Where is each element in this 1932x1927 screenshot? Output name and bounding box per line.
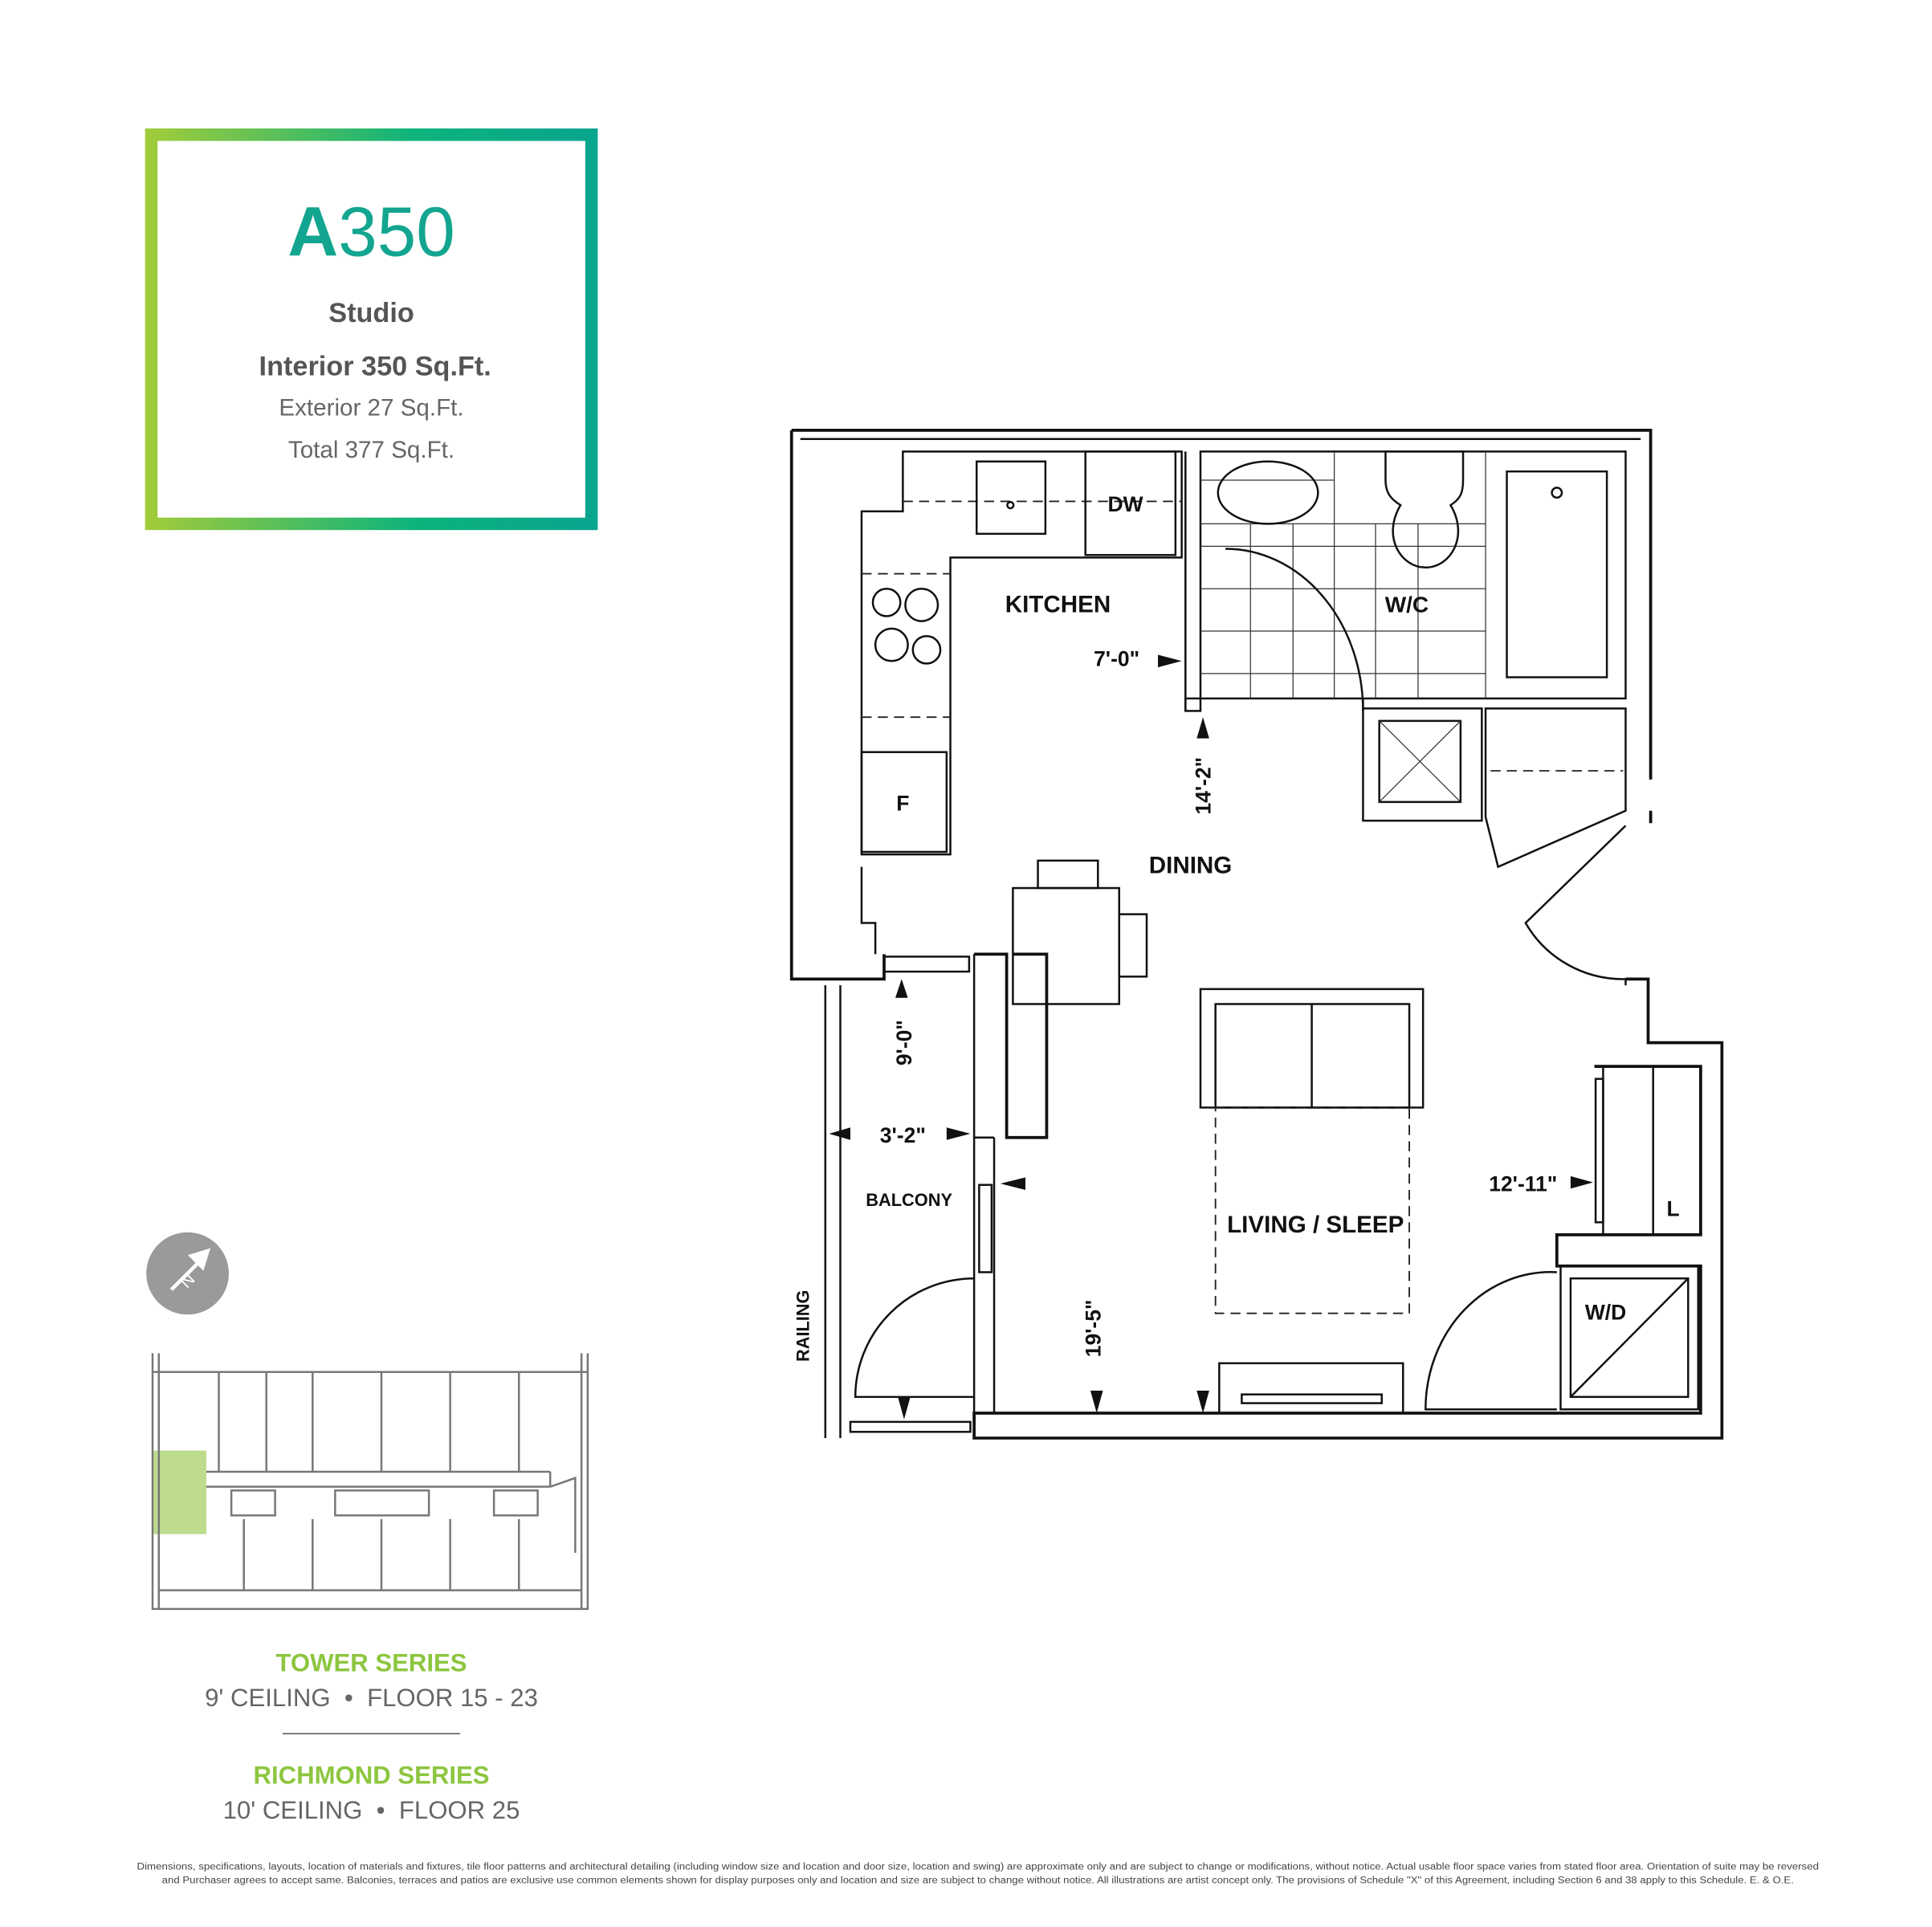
washer-dryer [1425,1265,1700,1411]
balcony [824,955,993,1439]
series-name: RICHMOND SERIES [253,1761,489,1789]
north-arrow-icon: N [146,1232,229,1315]
key-plan [151,1353,589,1611]
kitchen-counter [860,450,1183,955]
dim-balcony-width: 3'-2" [880,1123,926,1147]
washer-dryer-label: W/D [1585,1301,1626,1325]
interior-area: Interior 350 Sq.Ft. [259,352,491,382]
linen-closet [1594,1065,1702,1236]
linen-label: L [1667,1197,1680,1221]
series-name: TOWER SERIES [275,1649,467,1677]
dim-kitchen-width: 7'-0" [1094,647,1139,671]
series-detail: 9' CEILING • FLOOR 15 - 23 [205,1684,538,1712]
room-kitchen: KITCHEN [1005,592,1111,618]
dishwasher [1084,450,1177,556]
dim-balcony-depth: 9'-0" [892,1020,916,1065]
fridge [860,751,948,854]
room-balcony: BALCONY [866,1190,952,1210]
exterior-area: Exterior 27 Sq.Ft. [279,394,463,421]
dim-kitchen-depth: 14'-2" [1191,757,1215,815]
room-wc: W/C [1385,593,1429,617]
railing-label: RAILING [793,1290,813,1362]
room-living-sleep: LIVING / SLEEP [1227,1212,1404,1238]
fridge-label: F [896,792,909,816]
dishwasher-label: DW [1108,492,1143,516]
series-detail: 10' CEILING • FLOOR 25 [223,1796,520,1824]
floor-plan: DW F KITCHEN W/C DINING [789,429,1724,1440]
disclaimer-line: and Purchaser agrees to accept same. Bal… [162,1875,1794,1886]
total-area: Total 377 Sq.Ft. [288,437,454,463]
unit-code: A350 [287,194,454,271]
vanity-sink [1217,460,1319,525]
key-plan-highlight [152,1450,206,1534]
dimensions: 7'-0" 14'-2" 9'-0" 3'-2" 12'-11" 19'-5" [829,647,1593,1420]
bathroom [1184,450,1627,712]
disclaimer-line: Dimensions, specifications, layouts, loc… [137,1861,1820,1872]
bed-outline [1214,1106,1410,1314]
room-dining: DINING [1149,852,1233,878]
kitchen-sink [975,460,1047,536]
bathtub [1506,470,1608,678]
dim-living-width: 12'-11" [1489,1172,1557,1196]
sofa [1199,988,1425,1109]
dining-table [1012,859,1148,1005]
closets [1362,707,1627,980]
unit-info-box: A350 Studio Interior 350 Sq.Ft. Exterior… [145,128,598,531]
dim-living-depth: 19'-5" [1081,1300,1105,1358]
tv-unit [1218,1362,1404,1415]
series-info: TOWER SERIES 9' CEILING • FLOOR 15 - 23 … [205,1649,538,1824]
toilet [1384,450,1465,569]
unit-type: Studio [328,298,414,328]
